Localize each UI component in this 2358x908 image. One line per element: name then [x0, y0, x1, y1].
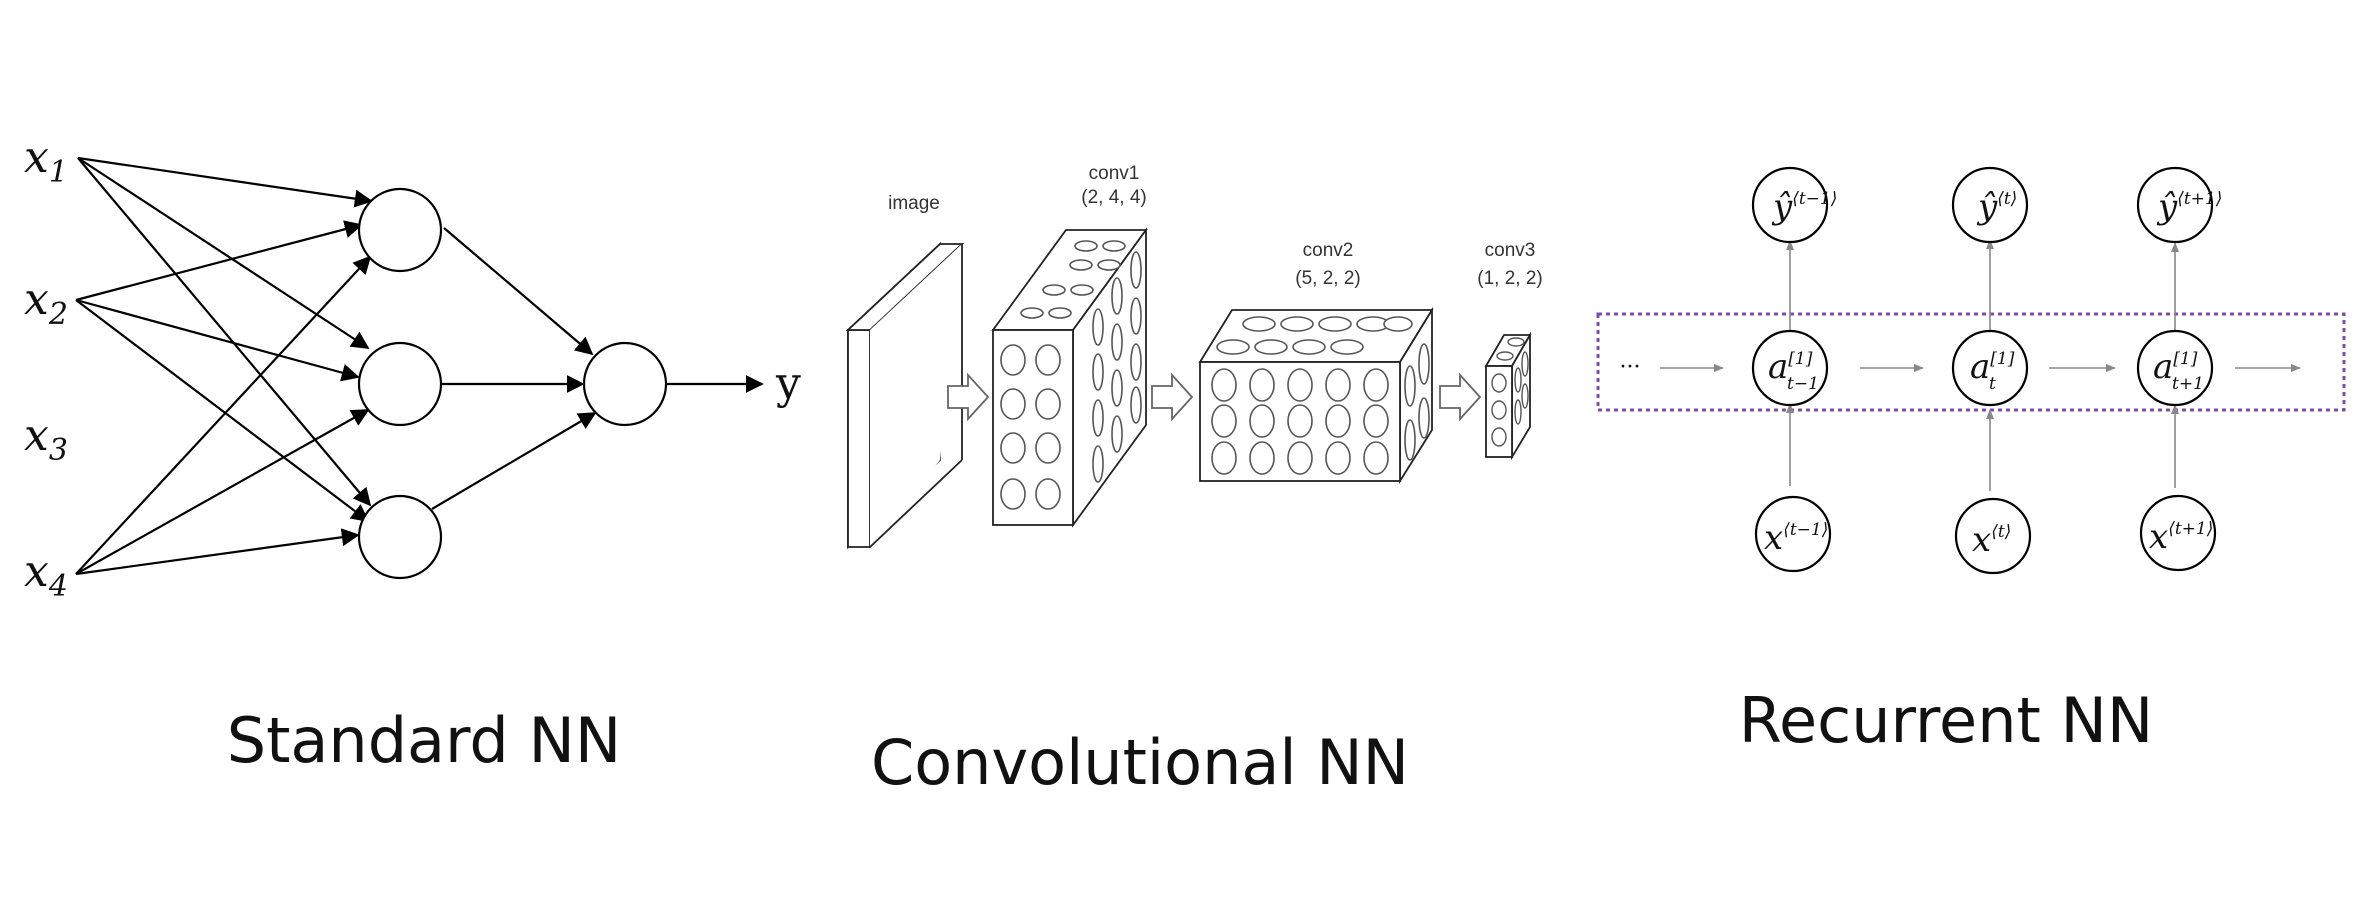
rnn-hidden-label-2: a[1] — [1970, 347, 2015, 387]
standard-nn: x1 x2 x3 x4 y Standard NN — [24, 132, 801, 777]
rnn-input-node-3 — [2139, 494, 2217, 572]
recurrent-nn: ··· ŷ⟨t−1⟩ ŷ⟨t⟩ ŷ⟨t+1⟩ a[1] t−1 a[1] t a… — [1596, 166, 2346, 757]
cnn-label-image: image — [888, 193, 940, 214]
rnn-hidden-node-2 — [1951, 329, 2029, 407]
rnn-hidden-label-1: a[1] — [1768, 347, 1813, 387]
rnn-layer-box — [1596, 312, 2346, 412]
rnn-hidden-node-1 — [1751, 329, 1829, 407]
rnn-input-node-2 — [1954, 497, 2032, 575]
rnn-hidden-sub-3: t+1 — [2172, 374, 2204, 394]
input-label-x4: x4 — [24, 546, 68, 604]
output-label-y: y — [775, 358, 801, 409]
rnn-output-label-1: ŷ⟨t−1⟩ — [1771, 187, 1837, 227]
caption-convolutional-nn: Convolutional NN — [871, 726, 1409, 799]
rnn-output-node-3 — [2136, 166, 2214, 244]
rnn-input-label-1: x⟨t−1⟩ — [1764, 518, 1828, 558]
rnn-ellipsis: ··· — [1620, 355, 1641, 380]
output-neuron — [582, 341, 668, 427]
rnn-output-node-1 — [1751, 166, 1829, 244]
edge-x1-h2 — [77, 157, 370, 349]
cnn-label-conv2: conv2 — [1303, 240, 1354, 261]
edge-x1-h3 — [77, 157, 372, 507]
cnn-arrow-2 — [1151, 372, 1194, 422]
rnn-hidden-sub-2: t — [1989, 374, 1996, 394]
cnn-dims-conv3: (1, 2, 2) — [1477, 268, 1542, 289]
cnn-arrow-3 — [1439, 372, 1482, 422]
cnn-label-conv1: conv1 — [1089, 163, 1140, 184]
rnn-input-label-2: x⟨t⟩ — [1972, 520, 2011, 560]
edge-x2-h3 — [75, 299, 370, 523]
input-label-x2: x2 — [24, 274, 68, 332]
edge-x2-h1 — [75, 220, 363, 302]
rnn-input-node-1 — [1754, 495, 1832, 573]
cnn-label-conv3: conv3 — [1485, 240, 1536, 261]
edge-x4-h3 — [75, 528, 360, 576]
cnn-image-slab — [845, 241, 965, 550]
edge-h3-out — [431, 412, 597, 510]
cnn-arrow-1 — [947, 372, 990, 422]
cnn-conv1-block — [991, 227, 1148, 528]
edge-x1-h1 — [77, 156, 373, 208]
rnn-hidden-sub-1: t−1 — [1787, 374, 1819, 394]
edge-x4-h2 — [75, 409, 370, 575]
rnn-hidden-label-3: a[1] — [2153, 347, 2198, 387]
edge-x2-h2 — [75, 298, 360, 382]
rnn-output-label-2: ŷ⟨t⟩ — [1976, 187, 2017, 227]
cnn-conv2-block — [1198, 306, 1434, 485]
rnn-output-label-3: ŷ⟨t+1⟩ — [2156, 187, 2222, 227]
rnn-hidden-node-3 — [2136, 329, 2214, 407]
rnn-output-node-2 — [1951, 166, 2029, 244]
rnn-input-label-3: x⟨t+1⟩ — [2149, 517, 2213, 557]
caption-recurrent-nn: Recurrent NN — [1739, 684, 2154, 757]
edge-x4-h1 — [75, 255, 372, 575]
hidden-neuron-2 — [357, 341, 443, 427]
standard-nn-connections — [75, 156, 764, 576]
hidden-neuron-3 — [357, 494, 443, 580]
cnn-dims-conv1: (2, 4, 4) — [1081, 187, 1146, 208]
cnn-conv3-block — [1484, 331, 1532, 461]
convolutional-nn — [845, 227, 1532, 550]
hidden-neuron-1 — [357, 187, 443, 273]
cnn-dims-conv2: (5, 2, 2) — [1295, 268, 1360, 289]
edge-h1-out — [443, 227, 594, 356]
caption-standard-nn: Standard NN — [227, 704, 622, 777]
input-label-x1: x1 — [24, 132, 68, 190]
input-label-x3: x3 — [24, 410, 68, 468]
